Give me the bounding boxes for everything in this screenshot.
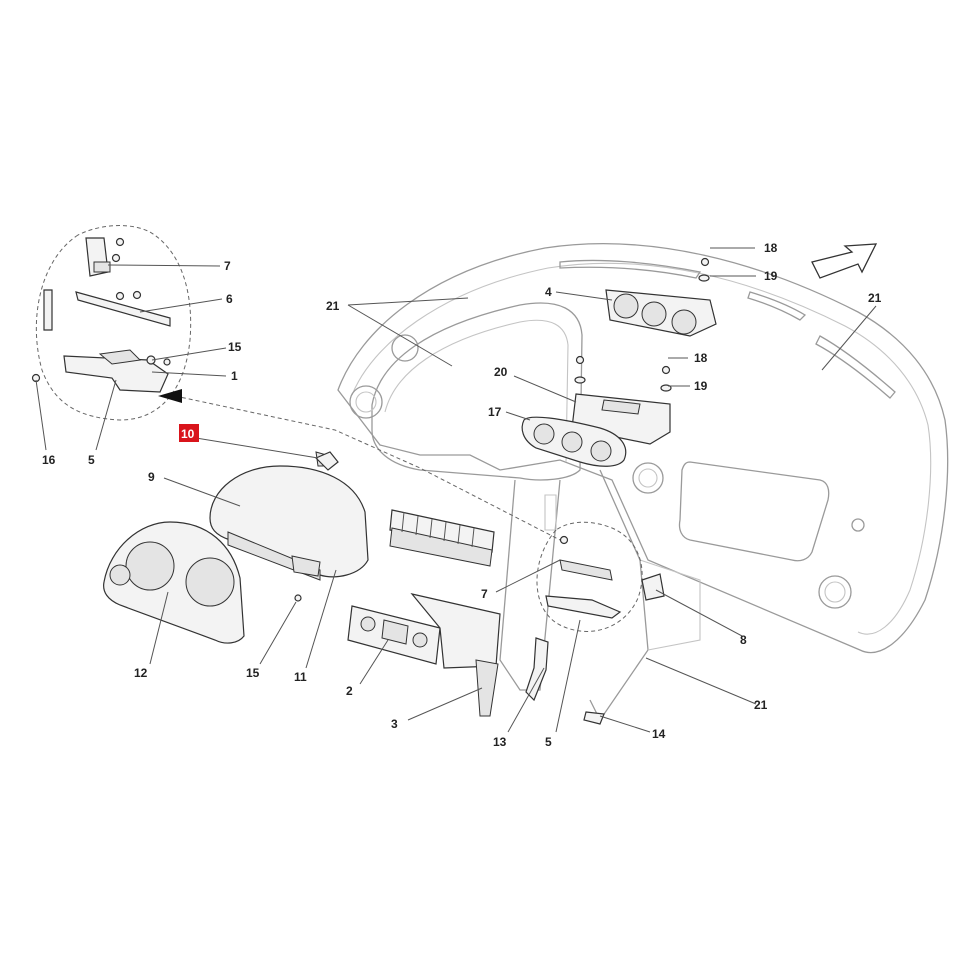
label-6: 6 bbox=[226, 292, 233, 306]
part-8-bracket bbox=[641, 573, 665, 601]
instrument-cluster-part bbox=[209, 451, 369, 581]
cluster-bezel-part bbox=[103, 521, 245, 644]
label-7: 7 bbox=[224, 259, 231, 273]
label-4: 4 bbox=[545, 285, 552, 299]
vent-bezel-part bbox=[521, 416, 627, 467]
switch-pack-part bbox=[389, 509, 495, 567]
label-9: 9 bbox=[148, 470, 155, 484]
label-18-top: 18 bbox=[764, 241, 778, 255]
label-16: 16 bbox=[42, 453, 56, 467]
label-17: 17 bbox=[488, 405, 502, 419]
label-10-highlight bbox=[179, 424, 199, 442]
label-18-mid: 18 bbox=[694, 351, 708, 365]
label-5: 5 bbox=[88, 453, 95, 467]
part-14-bracket bbox=[583, 711, 605, 725]
label-15: 15 bbox=[228, 340, 242, 354]
part-13-bracket bbox=[525, 637, 549, 702]
label-13: 13 bbox=[493, 735, 507, 749]
label-12: 12 bbox=[134, 666, 148, 680]
label-3: 3 bbox=[391, 717, 398, 731]
vent-assembly-top bbox=[605, 289, 717, 337]
label-1: 1 bbox=[231, 369, 238, 383]
label-21-bottom: 21 bbox=[754, 698, 768, 712]
label-15-b: 15 bbox=[246, 666, 260, 680]
label-21-right: 21 bbox=[868, 291, 882, 305]
part-10-knob bbox=[314, 451, 339, 471]
label-7-b: 7 bbox=[481, 587, 488, 601]
part-labels: 7 6 15 1 16 5 10 9 12 15 11 2 3 13 5 14 … bbox=[42, 241, 882, 749]
label-11: 11 bbox=[294, 670, 307, 684]
label-2: 2 bbox=[346, 684, 353, 698]
label-19-top: 19 bbox=[764, 269, 778, 283]
label-10: 10 bbox=[181, 427, 195, 441]
label-21-left: 21 bbox=[326, 299, 340, 313]
inset-detail-left bbox=[31, 225, 192, 421]
label-19-mid: 19 bbox=[694, 379, 708, 393]
inset-detail-right bbox=[536, 521, 643, 632]
label-5-b: 5 bbox=[545, 735, 552, 749]
label-14: 14 bbox=[652, 727, 666, 741]
pointer-arrow-icon bbox=[158, 389, 182, 403]
leader-lines bbox=[35, 247, 877, 733]
climate-control-part bbox=[347, 593, 501, 717]
label-20: 20 bbox=[494, 365, 508, 379]
label-8: 8 bbox=[740, 633, 747, 647]
dashboard-outline bbox=[337, 243, 949, 722]
direction-arrow-icon bbox=[811, 243, 878, 279]
